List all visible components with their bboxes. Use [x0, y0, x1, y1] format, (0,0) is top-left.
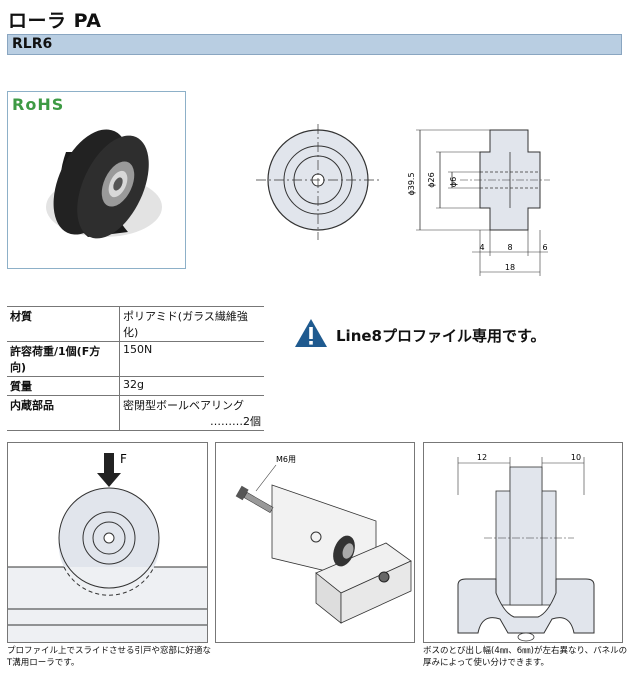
dim-total-label: 18 — [505, 263, 515, 272]
product-photo-box: RoHS — [7, 91, 186, 269]
spec-value: 密閉型ボールベアリング — [123, 399, 244, 412]
dim-right-label: 6 — [542, 243, 547, 252]
model-bar: RLR6 — [7, 34, 622, 55]
spec-label: 質量 — [7, 376, 120, 396]
page-title: ローラ PA — [8, 10, 102, 32]
sliding-usage-drawing: F — [8, 452, 207, 642]
spec-value: 32g — [119, 376, 264, 396]
dim-left-label: 4 — [479, 243, 484, 252]
spec-value-count: ………2個 — [210, 415, 261, 428]
rohs-badge: RoHS — [12, 95, 65, 114]
dim-mid-label: ϕ26 — [427, 172, 436, 187]
force-label: F — [120, 452, 127, 466]
roller-photo — [46, 129, 162, 239]
side-view-drawing: ϕ39.5 ϕ26 ϕ6 4 8 6 18 — [407, 129, 550, 276]
notice-text: Line8プロファイル専用です。 — [336, 327, 546, 345]
spec-label: 内蔵部品 — [7, 395, 120, 431]
spec-row: 質量 32g — [7, 376, 264, 396]
spec-row: 材質 ポリアミド(ガラス繊維強化) — [7, 306, 264, 342]
assembly-drawing: M6用 — [235, 455, 412, 624]
warning-icon — [295, 319, 327, 347]
section-drawing: 12 10 — [457, 453, 595, 642]
spec-value: ポリアミド(ガラス繊維強化) — [119, 306, 264, 342]
spec-value: 150N — [119, 341, 264, 377]
spec-row: 許容荷重/1個(F方向) 150N — [7, 341, 264, 377]
spec-row: 内蔵部品 密閉型ボールベアリング ………2個 — [7, 395, 264, 431]
note-right: ボスのとび出し幅(4㎜、6㎜)が左右異なり、パネルの厚みによって使い分けできます… — [423, 646, 628, 668]
dim-center-label: 8 — [507, 243, 512, 252]
spec-label: 許容荷重/1個(F方向) — [7, 341, 120, 377]
usage-panel-sliding: F — [7, 442, 208, 643]
dim-bore-label: ϕ6 — [449, 177, 458, 187]
spec-label: 材質 — [7, 306, 120, 342]
dim-outer-label: ϕ39.5 — [407, 172, 416, 195]
front-view-drawing — [256, 124, 380, 240]
dim-left-label: 12 — [477, 453, 487, 462]
bolt-label: M6用 — [276, 455, 296, 464]
spec-table: 材質 ポリアミド(ガラス繊維強化) 許容荷重/1個(F方向) 150N 質量 3… — [7, 306, 264, 431]
dim-right-label: 10 — [571, 453, 581, 462]
usage-panel-assembly: M6用 — [215, 442, 415, 643]
note-left: プロファイル上でスライドさせる引戸や窓部に好適なT溝用ローラです。 — [7, 646, 212, 668]
usage-panel-section: 12 10 — [423, 442, 623, 643]
